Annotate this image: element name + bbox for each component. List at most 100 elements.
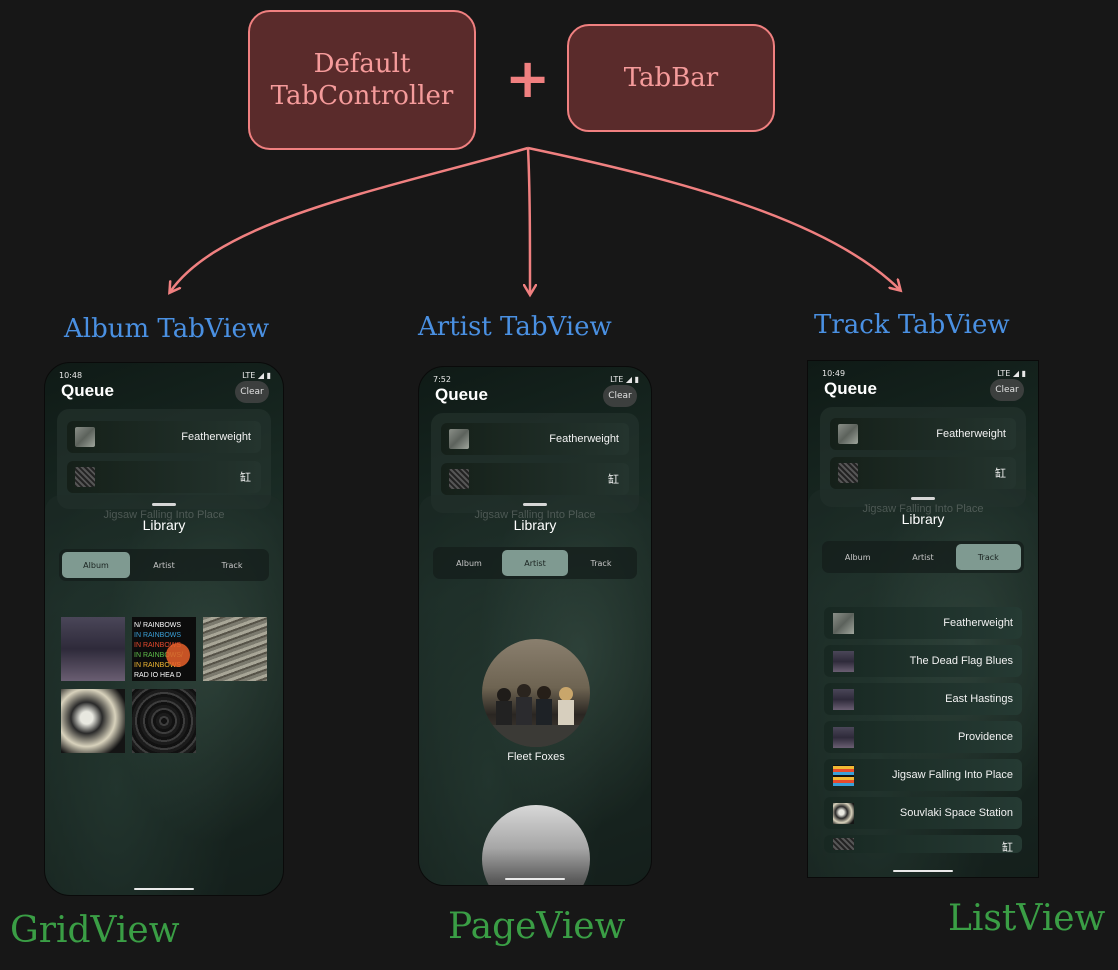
queue-item-label: 缸 [240, 472, 251, 484]
svg-text:N/ RAINBOWS: N/ RAINBOWS [134, 622, 181, 629]
track-title: Jigsaw Falling Into Place [891, 769, 1013, 781]
tab-artist[interactable]: Artist [912, 552, 934, 562]
tab-track[interactable]: Track [221, 560, 243, 570]
svg-text:IN RAINBOWS: IN RAINBOWS [134, 662, 181, 669]
track-row[interactable]: 缸 [824, 835, 1022, 853]
artist-name: Fleet Foxes [507, 751, 565, 763]
album-cover[interactable] [132, 689, 196, 753]
phone-album: 10:48 LTE ◢ ▮ Queue Clear Featherweight … [44, 362, 284, 896]
status-time: 7:52 [433, 375, 451, 384]
queue-item-label: Featherweight [936, 428, 1006, 440]
tab-artist[interactable]: Artist [502, 550, 568, 576]
library-tabbar: Album Artist Track [59, 549, 269, 581]
album-cover[interactable]: N/ RAINBOWS IN RAINBOWS IN RAINBOWS IN R… [132, 617, 196, 681]
track-title: The Dead Flag Blues [909, 655, 1013, 667]
sheet-handle[interactable] [523, 503, 547, 506]
track-row[interactable]: Souvlaki Space Station [824, 797, 1022, 829]
clear-button[interactable]: Clear [990, 379, 1024, 401]
queue-title: Queue [435, 385, 488, 404]
track-row[interactable]: Featherweight [824, 607, 1022, 639]
album-cover[interactable] [203, 617, 267, 681]
sheet-handle[interactable] [152, 503, 176, 506]
arrow-to-track [527, 146, 900, 290]
pageview-caption: PageView [448, 906, 626, 947]
album-cover[interactable] [61, 689, 125, 753]
artist-photo[interactable] [482, 805, 590, 885]
track-row[interactable]: East Hastings [824, 683, 1022, 715]
tab-artist[interactable]: Artist [153, 560, 175, 570]
queue-item-label: 缸 [995, 468, 1006, 480]
home-indicator [134, 888, 194, 890]
queue-item[interactable]: Featherweight [441, 423, 629, 455]
queue-item-label: Featherweight [181, 431, 251, 443]
library-sheet: Jigsaw Falling Into Place Library Album … [45, 495, 283, 895]
queue-item[interactable]: 缸 [830, 457, 1016, 489]
queue-item[interactable]: Featherweight [67, 421, 261, 453]
queue-title: Queue [824, 379, 877, 398]
tab-track[interactable]: Track [590, 558, 612, 568]
svg-text:IN RAINBOWS/: IN RAINBOWS/ [134, 652, 183, 659]
status-network: LTE ◢ ▮ [610, 375, 639, 384]
album-cover[interactable] [61, 617, 125, 681]
artist-tabview-heading: Artist TabView [418, 312, 612, 342]
album-art-thumb [449, 429, 469, 449]
queue-item[interactable]: 缸 [67, 461, 261, 493]
album-art-thumb [833, 613, 854, 634]
queue-item[interactable]: 缸 [441, 463, 629, 495]
tab-track[interactable]: Track [955, 544, 1021, 570]
status-bar: 10:48 LTE ◢ ▮ [59, 371, 271, 380]
listview-caption: ListView [948, 898, 1106, 939]
queue-item[interactable]: Featherweight [830, 418, 1016, 450]
status-bar: 10:49 LTE ◢ ▮ [822, 369, 1026, 378]
tabbar-box: TabBar [567, 24, 775, 132]
in-rainbows-art: N/ RAINBOWS IN RAINBOWS IN RAINBOWS IN R… [134, 622, 190, 679]
library-sheet: Jigsaw Falling Into Place Library Album … [419, 495, 651, 885]
plus-sign: + [505, 47, 551, 110]
album-art-thumb [449, 469, 469, 489]
artist-photo[interactable] [482, 639, 590, 747]
track-tabview-heading: Track TabView [814, 310, 1010, 340]
tab-album[interactable]: Album [844, 552, 871, 562]
svg-text:RAD IO HEA D: RAD IO HEA D [134, 672, 181, 679]
status-time: 10:49 [822, 369, 846, 378]
library-title: Library [901, 511, 945, 527]
track-row[interactable]: The Dead Flag Blues [824, 645, 1022, 677]
tab-album[interactable]: Album [456, 558, 482, 568]
ghost-track-label: Jigsaw Falling Into Place [103, 509, 225, 521]
queue-list: Featherweight 缸 [820, 407, 1026, 507]
album-art-thumb [838, 463, 858, 483]
library-tabbar: Album Artist Track [433, 547, 637, 579]
library-tabbar: Album Artist Track [822, 541, 1024, 573]
album-art-thumb [833, 727, 854, 748]
album-art-thumb [833, 651, 854, 672]
ghost-track-label: Jigsaw Falling Into Place [862, 503, 984, 515]
album-art-thumb [75, 427, 95, 447]
queue-list: Featherweight 缸 [431, 413, 639, 513]
svg-text:IN RAINBOWS: IN RAINBOWS [134, 632, 181, 639]
album-art-thumb [833, 765, 854, 786]
clear-button[interactable]: Clear [235, 381, 269, 403]
library-title: Library [142, 517, 186, 533]
status-network: LTE ◢ ▮ [997, 369, 1026, 378]
band-photo-art [482, 684, 590, 747]
clear-button[interactable]: Clear [603, 385, 637, 407]
sheet-handle[interactable] [911, 497, 935, 500]
album-tabview-heading: Album TabView [64, 314, 270, 344]
album-art-thumb [833, 689, 854, 710]
track-row[interactable]: Providence [824, 721, 1022, 753]
queue-title: Queue [61, 381, 114, 400]
track-row[interactable]: Jigsaw Falling Into Place [824, 759, 1022, 791]
home-indicator [505, 878, 565, 880]
phone-artist: 7:52 LTE ◢ ▮ Queue Clear Featherweight 缸… [418, 366, 652, 886]
track-title: Providence [957, 731, 1013, 743]
svg-text:IN RAINBOWS: IN RAINBOWS [134, 642, 181, 649]
gridview-caption: GridView [10, 910, 180, 951]
queue-item-label: Featherweight [549, 433, 619, 445]
album-art-thumb [838, 424, 858, 444]
track-title: Souvlaki Space Station [899, 807, 1013, 819]
status-network: LTE ◢ ▮ [242, 371, 271, 380]
arrow-to-artist [528, 147, 530, 294]
tab-album[interactable]: Album [62, 552, 130, 578]
album-art-thumb [75, 467, 95, 487]
library-title: Library [513, 517, 557, 533]
